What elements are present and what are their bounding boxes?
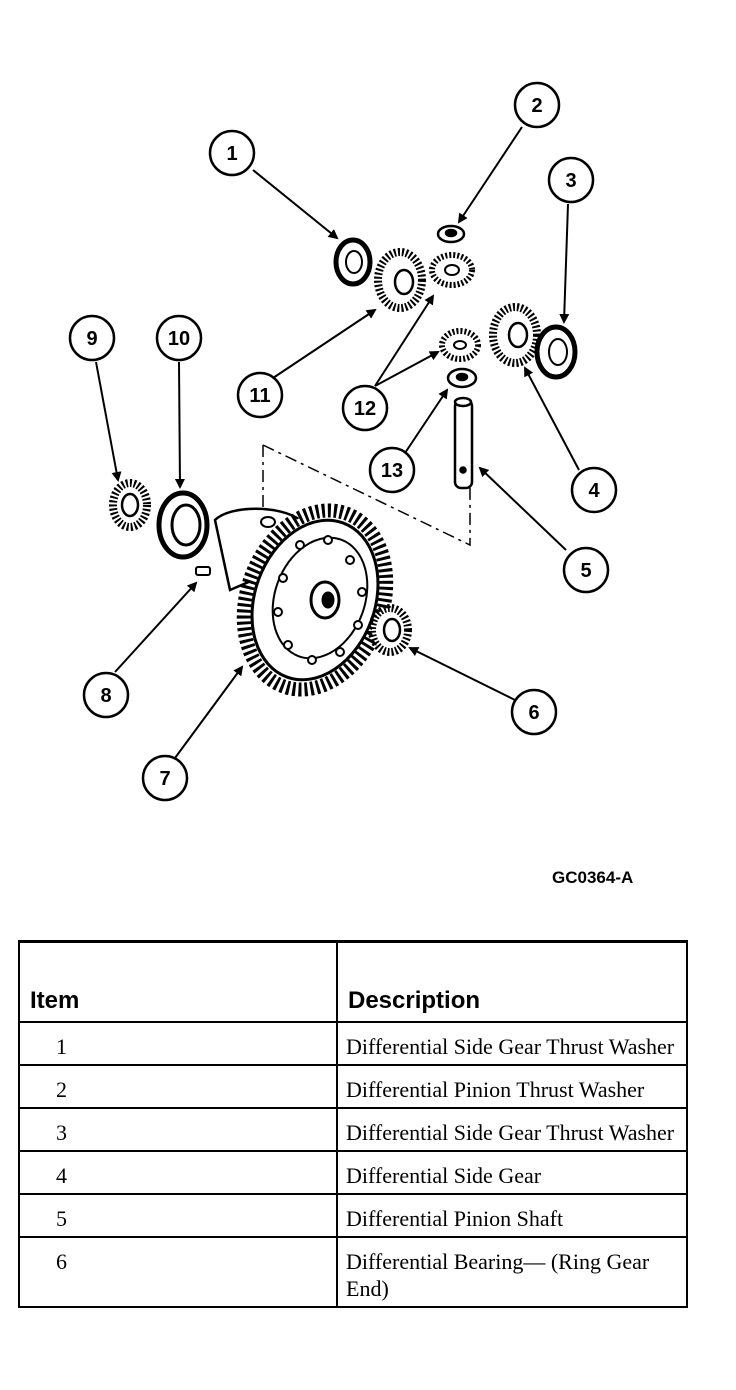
pinion-shaft-5 (453, 396, 474, 490)
callout-arrows (95, 126, 580, 759)
callout-number: 8 (100, 685, 111, 707)
item-number: 4 (18, 1150, 338, 1195)
callout-8: 8 (82, 671, 130, 719)
table-row: 1 Differential Side Gear Thrust Washer (18, 1021, 688, 1066)
callout-number: 5 (580, 560, 591, 582)
item-description: Differential Side Gear (336, 1150, 688, 1195)
callout-1: 1 (208, 129, 256, 177)
table-row: 6 Differential Bearing— (Ring Gear End) (18, 1236, 688, 1308)
callout-number: 1 (226, 143, 237, 165)
pinion-gear-12-lower (439, 328, 481, 362)
exploded-diagram: 1 2 3 4 5 6 7 8 9 10 11 12 13 (68, 81, 618, 802)
legend-header-row: Item Description (18, 940, 688, 1023)
item-number: 2 (18, 1064, 338, 1109)
pinion-thrust-washer-2 (436, 224, 466, 244)
thrust-washer-1 (333, 237, 373, 287)
item-number: 1 (18, 1021, 338, 1066)
callout-number: 12 (354, 398, 376, 420)
item-number: 6 (18, 1236, 338, 1308)
callout-number: 7 (159, 768, 170, 790)
callout-13: 13 (368, 446, 416, 494)
callout-9: 9 (68, 314, 116, 362)
item-description: Differential Side Gear Thrust Washer (336, 1107, 688, 1152)
table-row: 5 Differential Pinion Shaft (18, 1193, 688, 1238)
callout-5: 5 (562, 546, 610, 594)
callout-number: 6 (528, 702, 539, 724)
item-number: 5 (18, 1193, 338, 1238)
callout-number: 9 (86, 328, 97, 350)
description-column-header: Description (336, 940, 688, 1023)
callout-11: 11 (236, 371, 284, 419)
table-row: 3 Differential Side Gear Thrust Washer (18, 1107, 688, 1152)
ring-gear-and-case (213, 503, 394, 697)
callout-12: 12 (341, 384, 389, 432)
table-row: 4 Differential Side Gear (18, 1150, 688, 1195)
item-description: Differential Pinion Thrust Washer (336, 1064, 688, 1109)
item-description: Differential Side Gear Thrust Washer (336, 1021, 688, 1066)
callout-number: 4 (588, 480, 600, 502)
callout-6: 6 (510, 688, 558, 736)
callout-number: 3 (565, 170, 576, 192)
item-column-header: Item (18, 940, 338, 1023)
callout-2: 2 (513, 81, 561, 129)
item-description: Differential Bearing— (Ring Gear End) (336, 1236, 688, 1308)
thrust-washer-3 (534, 324, 578, 380)
item-number: 3 (18, 1107, 338, 1152)
callout-7: 7 (141, 754, 189, 802)
callout-4: 4 (570, 466, 618, 514)
table-row: 2 Differential Pinion Thrust Washer (18, 1064, 688, 1109)
bearing-cone-9 (109, 479, 151, 531)
pinion-gear-12-upper (429, 252, 475, 288)
callout-10: 10 (155, 314, 203, 362)
pinion-thrust-washer-13 (446, 367, 478, 389)
bearing-cup-10 (156, 490, 210, 560)
side-gear-4 (489, 303, 541, 367)
callout-number: 2 (531, 95, 542, 117)
bolt-8 (195, 566, 211, 576)
bearing-cone-6 (368, 604, 412, 656)
callout-number: 13 (381, 460, 403, 482)
callout-3: 3 (547, 156, 595, 204)
side-gear-11 (374, 248, 426, 312)
callout-number: 10 (168, 328, 190, 350)
parts-legend-table: Item Description 1 Differential Side Gea… (18, 940, 688, 1308)
callout-number: 11 (249, 385, 270, 407)
item-description: Differential Pinion Shaft (336, 1193, 688, 1238)
figure-code: GC0364-A (552, 868, 634, 887)
